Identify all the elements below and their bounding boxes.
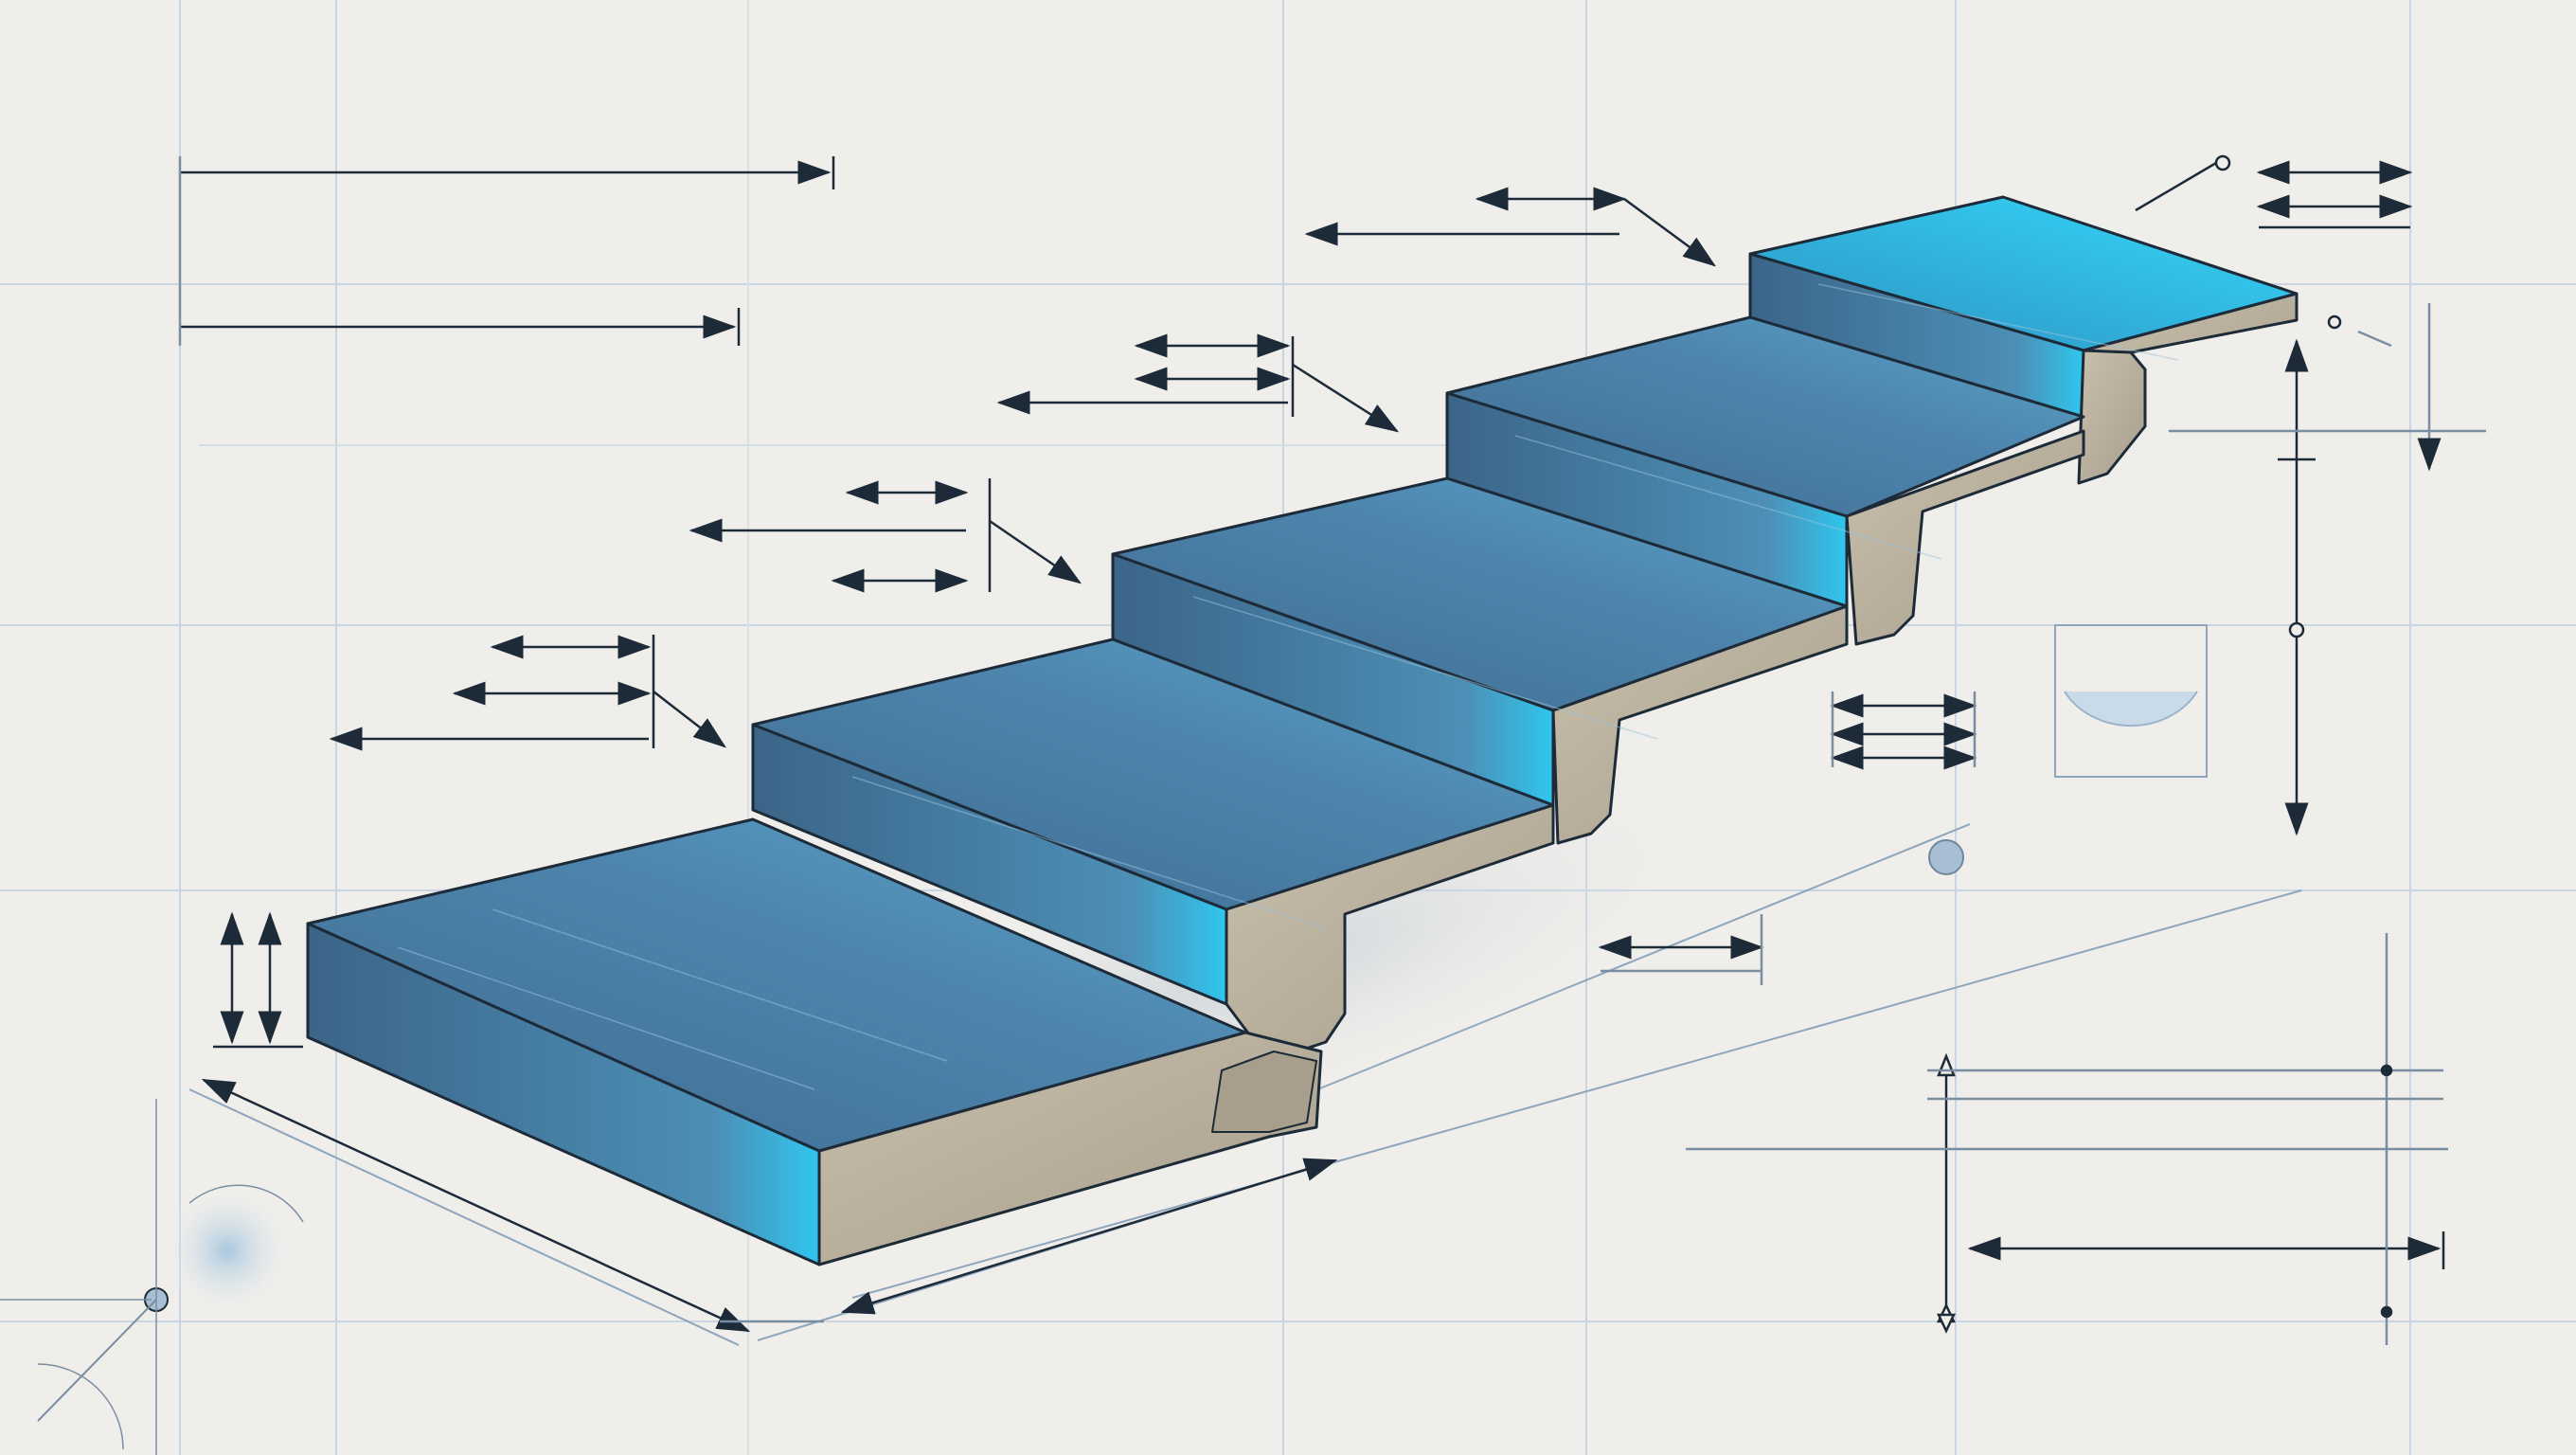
dimension-lines-left [178,156,1717,1333]
section-view-icon [2054,624,2208,778]
step-4 [1445,315,2085,646]
dimension-lines-right [1598,154,2486,1345]
circle-marker-icon [1928,839,1964,875]
stair-assembly [306,195,2299,1266]
decorative-markers [0,624,2208,1455]
step-5 [1748,195,2299,485]
step-2 [751,638,1555,1063]
